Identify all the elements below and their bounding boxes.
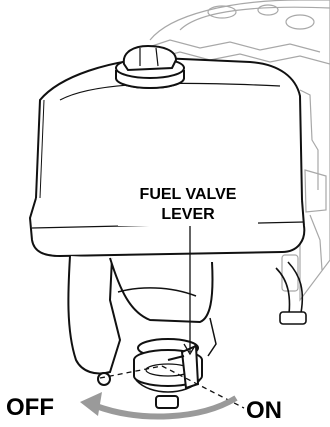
off-position-label: OFF <box>6 395 54 421</box>
fuel-tank <box>30 58 304 256</box>
fuel-valve-lever-callout: FUEL VALVE LEVER <box>118 184 258 226</box>
callout-line-1: FUEL VALVE <box>118 185 258 205</box>
fuel-line <box>276 262 306 324</box>
callout-line-2: LEVER <box>118 205 258 225</box>
on-position-label: ON <box>246 398 282 424</box>
fuel-cap <box>116 46 184 88</box>
